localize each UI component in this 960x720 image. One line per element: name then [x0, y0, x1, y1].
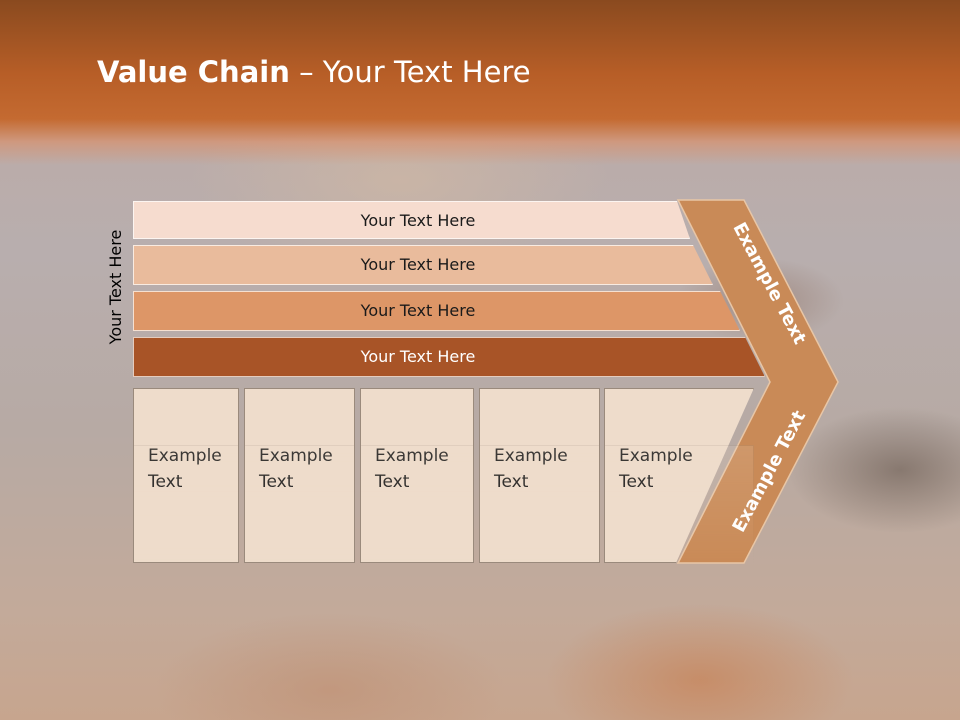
box-1-line1: Example: [148, 446, 222, 466]
box-4-line2: Text: [494, 472, 529, 492]
box-5-line1: Example: [619, 446, 693, 466]
box-3-line1: Example: [375, 446, 449, 466]
slide-title: Value Chain – Your Text Here: [97, 55, 531, 95]
band-2-label: Your Text Here: [360, 255, 476, 274]
value-band-4[interactable]: Your Text Here: [133, 337, 765, 377]
box-4-line1: Example: [494, 446, 568, 466]
title-bold: Value Chain: [97, 55, 290, 89]
title-bar: [0, 0, 960, 165]
box-1-line2: Text: [148, 472, 183, 492]
band-1-label: Your Text Here: [360, 211, 476, 230]
box-2-line1: Example: [259, 446, 333, 466]
box-3-line2: Text: [375, 472, 410, 492]
band-3-label: Your Text Here: [360, 301, 476, 320]
value-band-1[interactable]: Your Text Here: [133, 201, 690, 239]
title-rest: – Your Text Here: [289, 55, 531, 89]
band-4-label: Your Text Here: [360, 347, 476, 366]
box-5-line2: Text: [619, 472, 654, 492]
value-band-2[interactable]: Your Text Here: [133, 245, 713, 285]
box-2-line2: Text: [259, 472, 294, 492]
value-band-3[interactable]: Your Text Here: [133, 291, 740, 331]
